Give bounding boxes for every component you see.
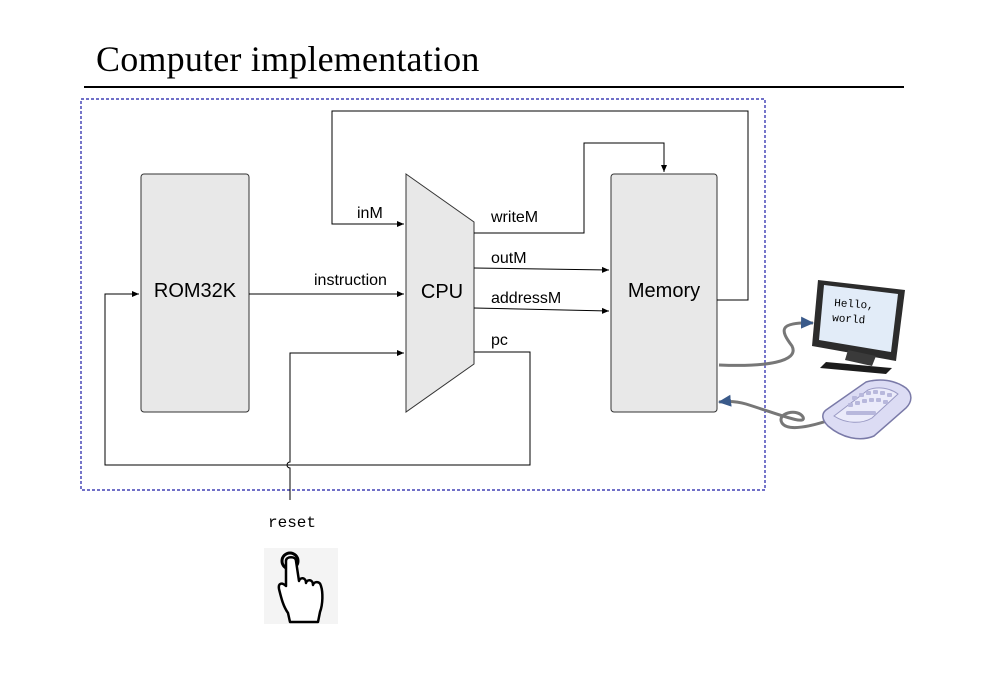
instruction-label: instruction [314,272,387,289]
addressM-label: addressM [491,290,561,307]
monitor-icon: Hello, world [812,280,905,374]
addressM-wire [473,307,610,314]
pc-wire [104,291,531,466]
memory-block [610,173,718,413]
memory-label: Memory [628,280,700,302]
pointing-hand-icon[interactable] [264,548,338,624]
cpu-block [405,173,475,413]
pc-label: pc [491,332,508,349]
writeM-label: writeM [490,209,538,226]
inM-wire [331,110,749,301]
cpu-label: CPU [421,281,463,303]
outM-label: outM [491,250,527,267]
writeM-wire [474,142,667,234]
computer-boundary [80,98,766,491]
keyboard-cable [718,394,831,430]
reset-label: reset [268,514,316,532]
screen-line-2: world [832,313,866,327]
rom-block [140,173,250,413]
rom-label: ROM32K [154,280,237,302]
inM-label: inM [357,205,383,222]
outM-wire [473,266,610,273]
title-underline [84,86,904,88]
keyboard-icon [822,379,912,440]
page-title: Computer implementation [96,39,480,79]
reset-wire [286,350,404,500]
screen-cable [718,316,814,367]
screen-line-1: Hello, [834,298,874,313]
